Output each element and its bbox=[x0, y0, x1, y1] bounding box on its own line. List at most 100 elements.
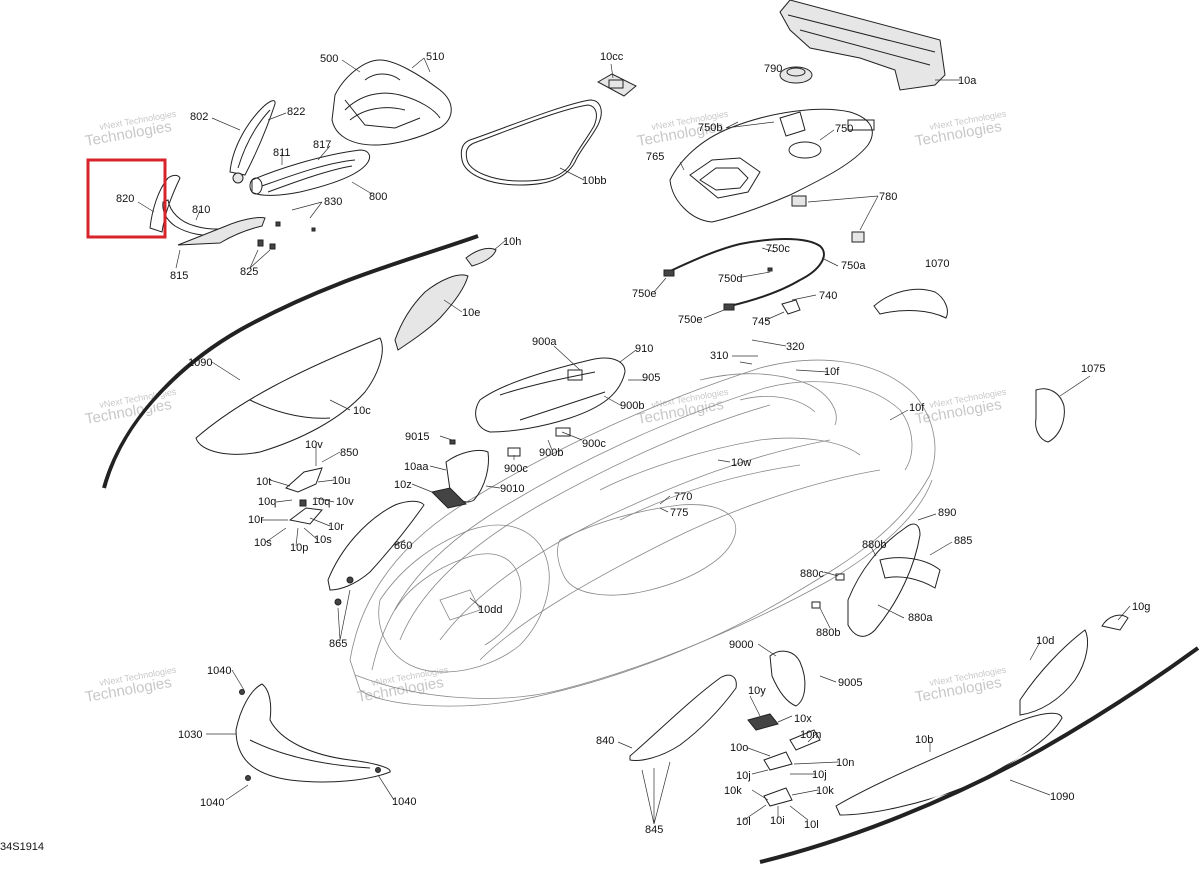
part-10a bbox=[779, 0, 946, 91]
callout-label: 800 bbox=[369, 191, 387, 203]
part-10m bbox=[763, 729, 821, 807]
callout-label: 9005 bbox=[838, 677, 862, 689]
callout-label: 10t bbox=[256, 476, 271, 488]
callout-label: 890 bbox=[938, 507, 956, 519]
callout-label: 780 bbox=[879, 191, 897, 203]
callout-label: 750 bbox=[835, 123, 853, 135]
drawing-code: 34S1914 bbox=[0, 841, 44, 853]
part-900a bbox=[475, 357, 626, 433]
callout-label: 845 bbox=[645, 824, 663, 836]
highlight-frame bbox=[86, 158, 167, 239]
callout-label: 310 bbox=[710, 350, 728, 362]
part-840 bbox=[629, 674, 737, 761]
callout-label: 1090 bbox=[188, 357, 212, 369]
callout-label: 10r bbox=[248, 514, 264, 526]
callout-label: 1030 bbox=[178, 729, 202, 741]
callout-label: 10cc bbox=[600, 51, 624, 63]
callout-label: 10s bbox=[254, 537, 272, 549]
part-750a bbox=[663, 238, 825, 311]
callout-label: 811 bbox=[273, 147, 291, 159]
part-9000 bbox=[769, 650, 806, 707]
callout-label: 750e bbox=[632, 288, 656, 300]
callout-label: 10bb bbox=[582, 175, 606, 187]
part-10d bbox=[1019, 629, 1088, 716]
callout-label: 10v bbox=[305, 439, 323, 451]
part-820 bbox=[149, 174, 181, 233]
callout-label: 830 bbox=[324, 196, 342, 208]
callout-label: 10f bbox=[824, 366, 840, 378]
callout-label: 1075 bbox=[1081, 363, 1105, 375]
callout-label: 1090 bbox=[1050, 791, 1074, 803]
callout-label: 765 bbox=[646, 151, 664, 163]
callout-label: 860 bbox=[394, 540, 412, 552]
callout-label: 510 bbox=[426, 51, 444, 63]
callout-label: 10z bbox=[394, 479, 412, 491]
callout-label: 320 bbox=[786, 341, 804, 353]
callout-label: 10f bbox=[909, 402, 925, 414]
part-790 bbox=[779, 66, 813, 84]
callout-label: 10p bbox=[290, 542, 308, 554]
part-10bb bbox=[460, 99, 602, 186]
part-10c bbox=[195, 337, 383, 455]
part-10g bbox=[1101, 614, 1129, 631]
part-10e bbox=[394, 274, 469, 351]
part-1090-right bbox=[759, 643, 1200, 864]
callout-label: 10n bbox=[836, 757, 854, 769]
leader-lines bbox=[137, 57, 1131, 825]
callout-label: 900c bbox=[582, 438, 606, 450]
part-10z bbox=[431, 487, 467, 509]
callout-label: 850 bbox=[340, 447, 358, 459]
callout-label: 10d bbox=[1036, 635, 1054, 647]
callout-label: 750c bbox=[766, 243, 790, 255]
callout-label: 10k bbox=[724, 785, 742, 797]
callout-label: 825 bbox=[240, 266, 258, 278]
callout-label: 802 bbox=[190, 111, 208, 123]
callout-label: 10q bbox=[312, 496, 330, 508]
callout-label: 810 bbox=[192, 204, 210, 216]
callout-label: 10h bbox=[503, 236, 521, 248]
callout-label: 10c bbox=[353, 405, 371, 417]
part-880a bbox=[811, 523, 941, 637]
callout-label: 1070 bbox=[925, 258, 949, 270]
callout-label: 10o bbox=[730, 742, 748, 754]
callout-label: 750a bbox=[841, 260, 866, 272]
callout-label: 770 bbox=[674, 491, 692, 503]
callout-label: 740 bbox=[819, 290, 837, 302]
part-1070 bbox=[873, 288, 948, 319]
callout-label: 500 bbox=[320, 53, 338, 65]
callout-label: 1040 bbox=[207, 665, 231, 677]
callout-label: 10q bbox=[258, 496, 276, 508]
part-1075 bbox=[1035, 388, 1065, 443]
callout-label: 910 bbox=[635, 343, 653, 355]
callout-label: 750d bbox=[718, 273, 742, 285]
part-10x bbox=[747, 713, 779, 731]
part-780 bbox=[791, 195, 865, 243]
part-500 bbox=[331, 59, 452, 146]
callout-label: 822 bbox=[287, 106, 305, 118]
callout-label: 750b bbox=[698, 122, 722, 134]
callout-label: 905 bbox=[642, 372, 660, 384]
callout-label: 880a bbox=[908, 612, 933, 624]
callout-label: 10a bbox=[958, 75, 977, 87]
callout-label: 10l bbox=[736, 816, 751, 828]
part-850 bbox=[285, 467, 323, 525]
callout-label: 817 bbox=[313, 139, 331, 151]
callout-label: 900c bbox=[504, 463, 528, 475]
part-802 bbox=[229, 100, 276, 184]
callout-label: 10r bbox=[328, 521, 344, 533]
part-740 bbox=[767, 267, 801, 315]
callout-label: 885 bbox=[954, 535, 972, 547]
callout-label: 880c bbox=[800, 568, 824, 580]
part-10cc bbox=[596, 73, 637, 97]
part-1030 bbox=[235, 683, 391, 783]
part-800 bbox=[249, 149, 371, 196]
callout-label: 10y bbox=[748, 685, 766, 697]
callout-label: 10e bbox=[462, 307, 480, 319]
part-hardware-825 bbox=[257, 221, 316, 250]
callout-label: 750e bbox=[678, 314, 702, 326]
part-750 bbox=[669, 108, 875, 223]
callout-label: 865 bbox=[329, 638, 347, 650]
